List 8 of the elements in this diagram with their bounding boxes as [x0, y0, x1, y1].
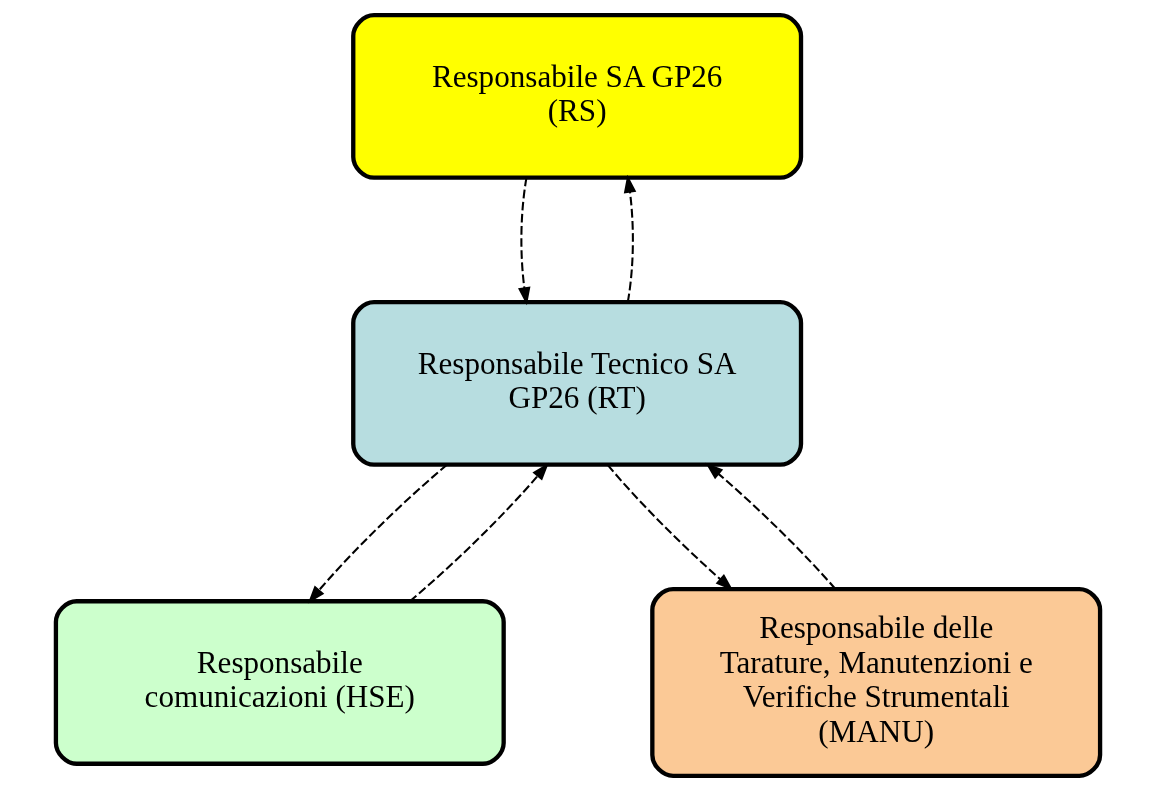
arrow	[517, 177, 530, 306]
arrow	[307, 463, 448, 604]
arrow	[623, 174, 636, 303]
arrow	[704, 462, 836, 590]
node-box: Responsabile SA GP26 (RS)	[350, 13, 803, 180]
node-box: Responsabile comunicazioni (HSE)	[53, 599, 506, 766]
node-box: Responsabile delle Tarature, Manutenzioni e Verifiche Strumentali (MANU)	[649, 586, 1102, 778]
node-box: Responsabile Tecnico SA GP26 (RT)	[350, 300, 803, 467]
